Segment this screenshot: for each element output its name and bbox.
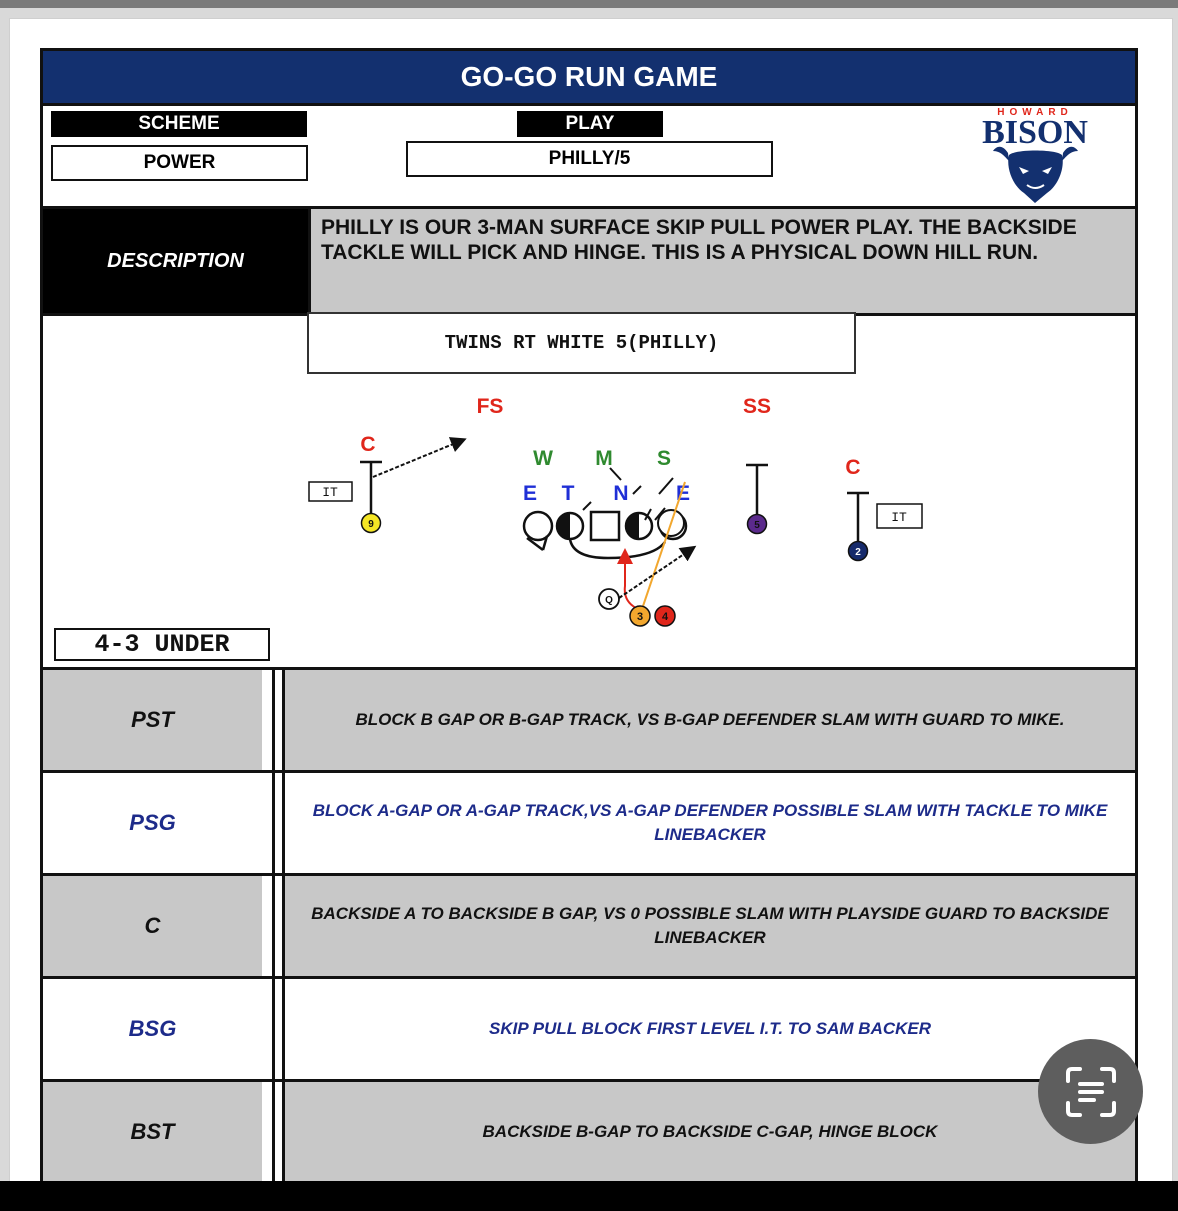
defender-e-left-label: E xyxy=(523,482,537,505)
assignment-psg: BLOCK A-GAP OR A-GAP TRACK,VS A-GAP DEFE… xyxy=(282,773,1135,873)
scheme-label: SCHEME xyxy=(51,111,307,137)
assignment-bsg: SKIP PULL BLOCK FIRST LEVEL I.T. TO SAM … xyxy=(282,979,1135,1079)
offensive-line xyxy=(522,509,688,551)
receiver-5 xyxy=(746,513,768,535)
play-value: PHILLY/5 xyxy=(406,141,773,177)
qb-path xyxy=(618,545,697,599)
defender-c-left-label: C xyxy=(360,433,375,456)
defender-s-label: S xyxy=(657,447,671,470)
play-label: PLAY xyxy=(517,111,663,137)
description-text: PHILLY IS OUR 3-MAN SURFACE SKIP PULL PO… xyxy=(308,209,1135,313)
position-pst: PST xyxy=(43,670,275,770)
receiver-9 xyxy=(360,512,382,534)
rb4-path xyxy=(617,548,639,610)
position-c: C xyxy=(43,876,275,976)
running-back-3-label: 3 xyxy=(637,611,643,623)
play-diagram-svg: FS SS C C W M S E T N E IT IT xyxy=(308,395,923,627)
assignment-row-c: C BACKSIDE A TO BACKSIDE B GAP, VS 0 POS… xyxy=(43,873,1135,976)
quarterback-label: Q xyxy=(605,595,613,606)
description-label: DESCRIPTION xyxy=(43,209,308,313)
defender-c-right-label: C xyxy=(845,456,860,479)
assignment-pst: BLOCK B GAP OR B-GAP TRACK, VS B-GAP DEF… xyxy=(282,670,1135,770)
bottom-bar xyxy=(0,1181,1178,1211)
quarterback xyxy=(598,588,620,610)
assignment-row-bst: BST BACKSIDE B-GAP TO BACKSIDE C-GAP, HI… xyxy=(43,1079,1135,1182)
receiver-9-label: 9 xyxy=(368,519,374,530)
bison-head-icon xyxy=(993,146,1078,203)
receiver-5-label: 5 xyxy=(754,520,760,531)
scheme-value: POWER xyxy=(51,145,308,181)
assignment-row-psg: PSG BLOCK A-GAP OR A-GAP TRACK,VS A-GAP … xyxy=(43,770,1135,873)
running-back-3 xyxy=(629,605,651,627)
assignment-bst: BACKSIDE B-GAP TO BACKSIDE C-GAP, HINGE … xyxy=(282,1082,1135,1182)
live-text-scan-icon xyxy=(1065,1066,1116,1117)
rb3-path xyxy=(639,481,686,616)
formation-label: TWINS RT WHITE 5(PHILLY) xyxy=(307,312,856,374)
defender-t-label: T xyxy=(562,482,575,505)
position-bst: BST xyxy=(43,1082,275,1182)
running-back-4 xyxy=(654,605,676,627)
it-tag-left-box xyxy=(308,481,353,502)
defender-m-label: M xyxy=(595,447,613,470)
description-row: DESCRIPTION PHILLY IS OUR 3-MAN SURFACE … xyxy=(43,206,1135,316)
defender-fs-label: FS xyxy=(477,395,504,418)
defender-ss-label: SS xyxy=(743,395,771,418)
top-edge-bar xyxy=(0,0,1178,8)
defense-label: 4-3 UNDER xyxy=(54,628,270,661)
assignment-c: BACKSIDE A TO BACKSIDE B GAP, VS 0 POSSI… xyxy=(282,876,1135,976)
defender-tick-marks xyxy=(582,467,674,521)
page-title: GO-GO RUN GAME xyxy=(43,51,1135,106)
play-sheet: GO-GO RUN GAME SCHEME POWER PLAY PHILLY/… xyxy=(40,48,1138,1198)
it-tag-right: IT xyxy=(891,510,907,525)
receiver-2-label: 2 xyxy=(855,547,861,558)
position-bsg: BSG xyxy=(43,979,275,1079)
bison-logo: HOWARD BISON xyxy=(982,107,1088,203)
center xyxy=(589,510,621,542)
position-psg: PSG xyxy=(43,773,275,873)
logo-top-text: HOWARD xyxy=(997,107,1073,118)
it-tag-left: IT xyxy=(322,485,338,500)
live-text-scan-button[interactable] xyxy=(1038,1039,1143,1144)
defender-w-label: W xyxy=(533,447,553,470)
it-tag-right-box xyxy=(876,503,923,529)
assignment-row-pst: PST BLOCK B GAP OR B-GAP TRACK, VS B-GAP… xyxy=(43,667,1135,770)
running-back-4-label: 4 xyxy=(662,611,669,623)
defender-n-label: N xyxy=(613,482,628,505)
receiver-2 xyxy=(847,540,869,562)
play-diagram: TWINS RT WHITE 5(PHILLY) FS SS C C W M S… xyxy=(43,310,1135,667)
skip-pull-path xyxy=(568,538,666,560)
assignment-row-bsg: BSG SKIP PULL BLOCK FIRST LEVEL I.T. TO … xyxy=(43,976,1135,1079)
logo-main-text: BISON xyxy=(982,114,1088,151)
left-tackle xyxy=(522,510,554,542)
